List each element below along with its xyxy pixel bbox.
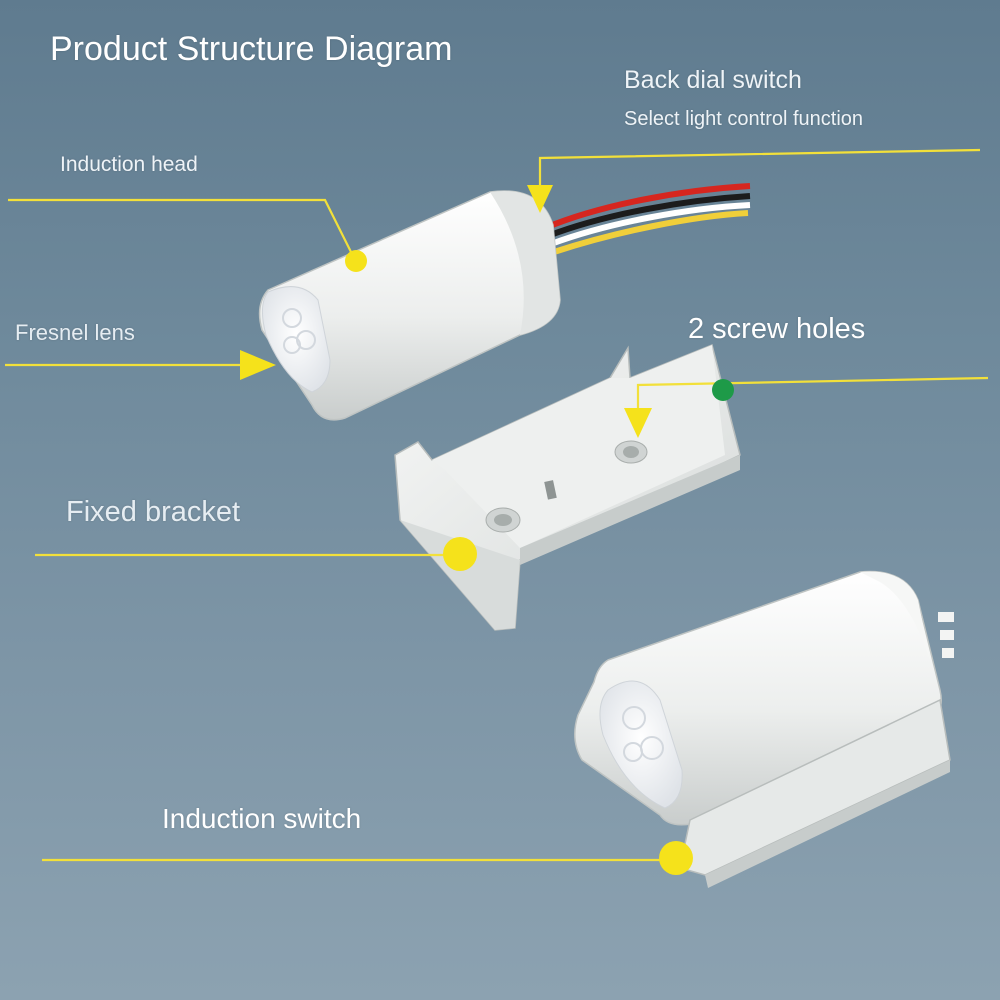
callout-line-screw-holes bbox=[636, 376, 989, 415]
arrow-screw-holes bbox=[624, 408, 652, 438]
arrow-fresnel bbox=[240, 350, 276, 380]
label-back-dial-switch-sub: Select light control function bbox=[624, 108, 864, 130]
callout-arrows bbox=[240, 185, 652, 438]
label-screw-holes: 2 screw holes bbox=[688, 313, 866, 345]
induction-switch-unit bbox=[574, 570, 954, 888]
arrow-back-dial bbox=[527, 185, 553, 213]
callout-dot-induction-switch bbox=[659, 841, 693, 875]
callout-dot-induction-head bbox=[345, 250, 367, 272]
screw-hole bbox=[485, 507, 521, 533]
label-back-dial-switch: Back dial switch bbox=[624, 66, 802, 94]
slot bbox=[544, 480, 557, 500]
fixed-bracket-unit bbox=[394, 343, 741, 631]
sensor-wires bbox=[543, 183, 751, 255]
label-fixed-bracket: Fixed bracket bbox=[66, 496, 241, 528]
accent-dot bbox=[712, 379, 734, 401]
diagram-title: Product Structure Diagram bbox=[50, 30, 453, 68]
label-induction-switch: Induction switch bbox=[162, 803, 362, 834]
fresnel-lens-top bbox=[262, 286, 331, 393]
label-induction-head: Induction head bbox=[60, 153, 198, 176]
callout-lines bbox=[5, 148, 989, 862]
callout-line-induction-head bbox=[8, 198, 356, 261]
screw-hole bbox=[614, 440, 648, 464]
fresnel-lens-bottom bbox=[599, 680, 683, 809]
callout-dot-fixed-bracket bbox=[443, 537, 477, 571]
callout-line-back-dial bbox=[538, 148, 981, 190]
label-fresnel-lens: Fresnel lens bbox=[15, 320, 135, 345]
